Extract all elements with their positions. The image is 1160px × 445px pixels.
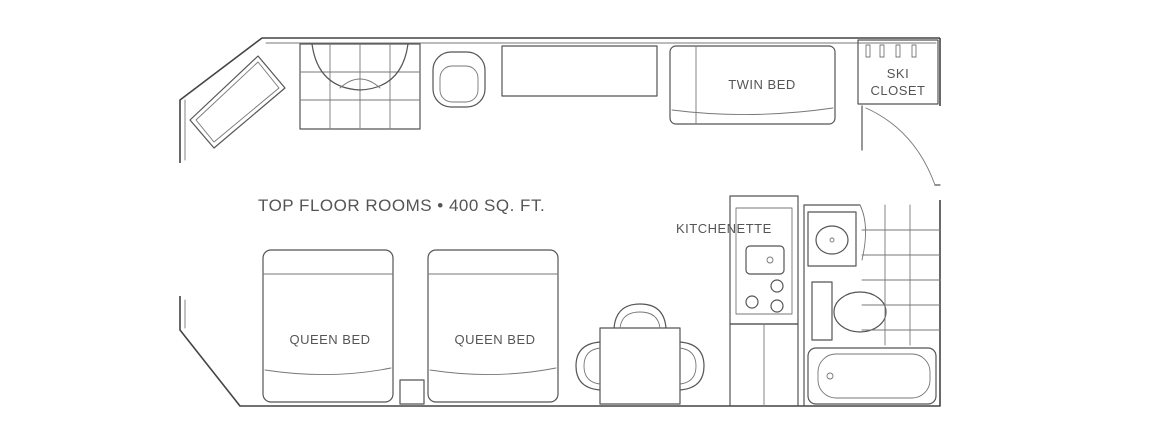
ski-closet-label-line2: CLOSET	[870, 83, 925, 98]
outer-walls	[179, 37, 941, 407]
twin-bed-label: TWIN BED	[728, 77, 796, 92]
ski-closet: SKI CLOSET	[857, 39, 939, 105]
plan-title: TOP FLOOR ROOMS • 400 SQ. FT.	[258, 196, 545, 215]
kitchenette-label: KITCHENETTE	[676, 221, 772, 236]
bathroom	[803, 204, 941, 407]
dining-rug-top	[299, 43, 421, 130]
armchair-top	[432, 51, 486, 108]
entry-door	[861, 105, 941, 186]
nightstand	[399, 379, 425, 405]
queen-bed-left-label: QUEEN BED	[289, 332, 370, 347]
dresser-top	[501, 45, 658, 97]
ski-closet-label-line1: SKI	[887, 66, 909, 81]
kitchen-cabinets	[729, 323, 799, 407]
dining-table	[575, 303, 705, 405]
window-bench	[189, 55, 286, 149]
queen-bed-left: QUEEN BED	[262, 249, 394, 403]
twin-bed: TWIN BED	[669, 45, 836, 125]
queen-bed-right: QUEEN BED	[427, 249, 559, 403]
queen-bed-right-label: QUEEN BED	[454, 332, 535, 347]
kitchenette: KITCHENETTE	[676, 195, 799, 325]
